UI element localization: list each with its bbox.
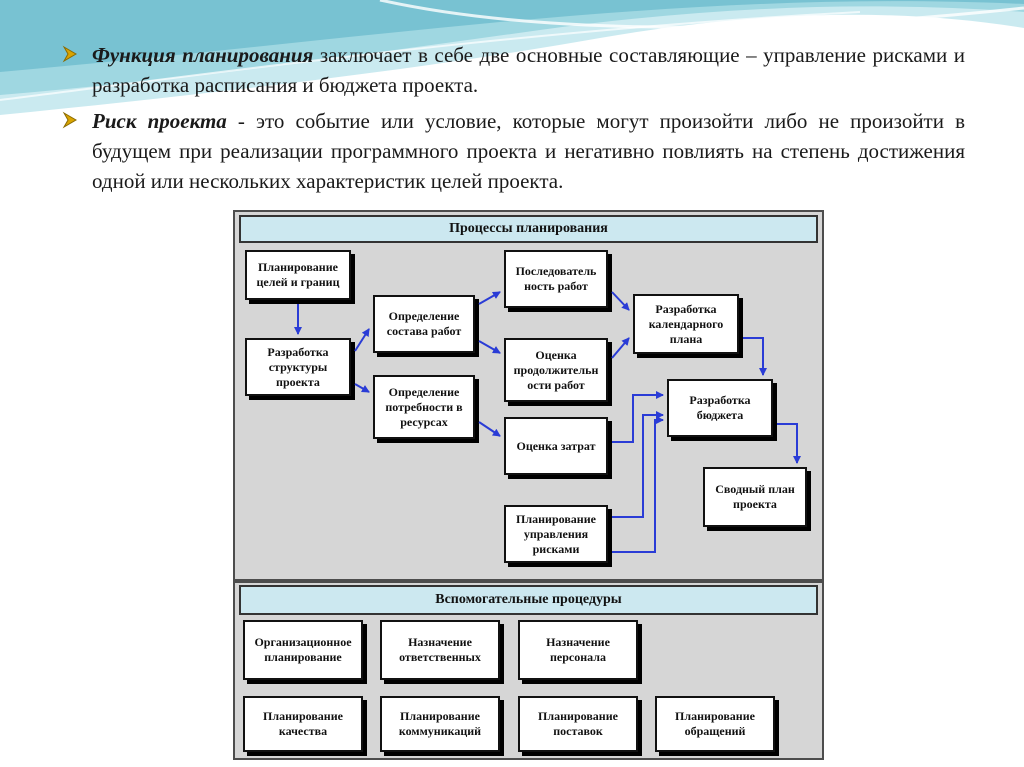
support-header: Вспомогательные процедуры (239, 585, 818, 615)
bullet-arrow-icon (62, 45, 77, 63)
box-supply-planning: Планирование поставок (518, 696, 638, 752)
box-org-planning: Организационное планирование (243, 620, 363, 680)
bullet-item: Риск проекта - это событие или условие, … (60, 106, 965, 196)
bullet-text: Риск проекта - это событие или условие, … (92, 106, 965, 196)
box-cost: Оценка затрат (504, 417, 608, 475)
bullet-term: Функция планирования (92, 43, 314, 67)
planning-diagram: Процессы планирования Планирование целей… (233, 210, 824, 760)
box-budget: Разработка бюджета (667, 379, 773, 437)
box-schedule: Разработка календарного плана (633, 294, 739, 354)
box-resources: Определение потребности в ресурсах (373, 375, 475, 439)
flow-arrows (294, 291, 801, 553)
box-sequence: Последователь ность работ (504, 250, 608, 308)
box-summary: Сводный план проекта (703, 467, 807, 527)
box-wbs: Разработка структуры проекта (245, 338, 351, 396)
bullet-item: Функция планирования заключает в себе дв… (60, 40, 965, 100)
text-block: Функция планирования заключает в себе дв… (60, 40, 965, 202)
box-comm-planning: Планирование коммуникаций (380, 696, 500, 752)
processes-header: Процессы планирования (239, 215, 818, 243)
section-divider (235, 579, 822, 583)
box-assign-staff: Назначение персонала (518, 620, 638, 680)
bullet-body: - это событие или условие, которые могут… (92, 109, 965, 193)
box-goals: Планирование целей и границ (245, 250, 351, 300)
box-duration: Оценка продолжительн ости работ (504, 338, 608, 402)
box-assign-responsible: Назначение ответственных (380, 620, 500, 680)
decorative-wave (0, 0, 1024, 115)
bullet-text: Функция планирования заключает в себе дв… (92, 40, 965, 100)
box-scope: Определение состава работ (373, 295, 475, 353)
box-quality-planning: Планирование качества (243, 696, 363, 752)
bullet-term: Риск проекта (92, 109, 227, 133)
bullet-arrow-icon (62, 111, 77, 129)
box-appeals-planning: Планирование обращений (655, 696, 775, 752)
box-risk: Планирование управления рисками (504, 505, 608, 563)
bullet-body: заключает в себе две основные составляющ… (92, 43, 966, 97)
